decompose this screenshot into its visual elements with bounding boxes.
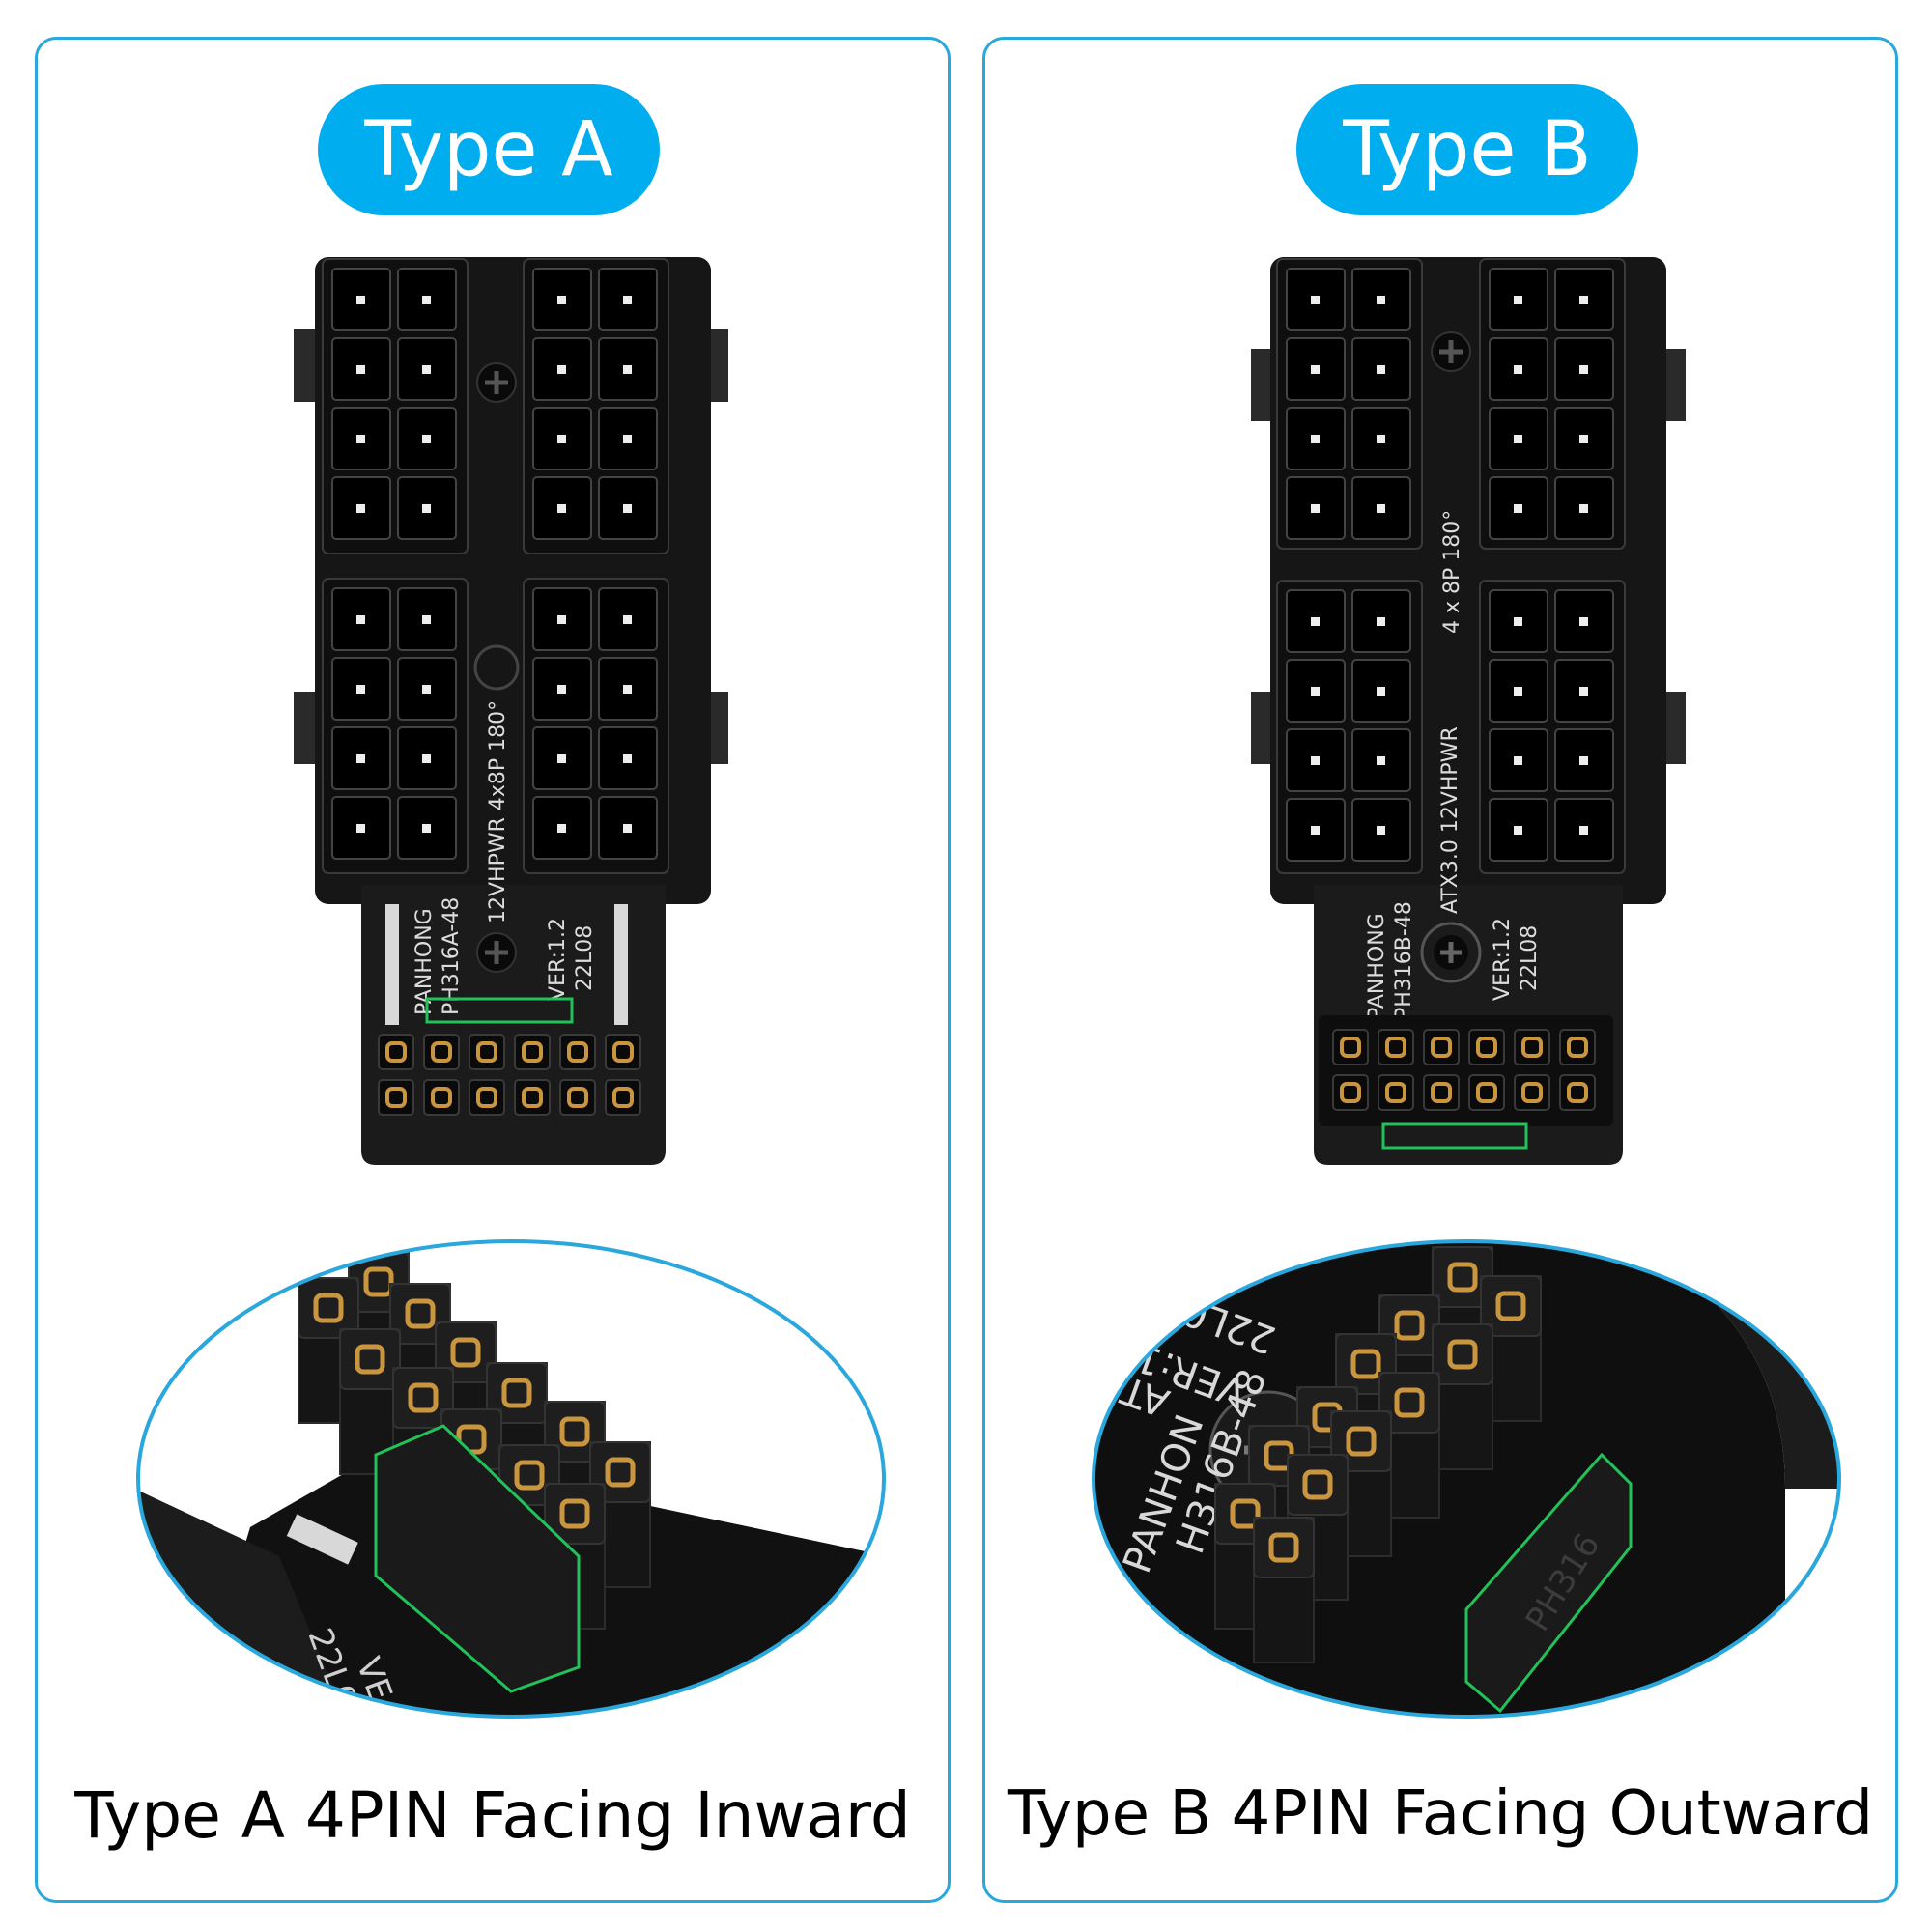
type-a-closeup: 22L0 VE bbox=[136, 1239, 886, 1719]
type-b-closeup: 22L08 VER:1.2 ATX PANHON H316B-48 PH316 bbox=[1092, 1239, 1841, 1719]
type-a-model-label: PH316A-48 bbox=[440, 897, 464, 1015]
type-a-version-label: VER:1.2 bbox=[546, 918, 570, 1001]
type-b-model-label: PH316B-48 bbox=[1392, 901, 1416, 1020]
type-b-caption: Type B 4PIN Facing Outward bbox=[1007, 1778, 1874, 1850]
panel-type-b: Type B 4 x 8P 180° ATX3.0 12VHPWR PANHON… bbox=[982, 37, 1898, 1903]
type-b-date-label: 22L08 bbox=[1518, 925, 1542, 991]
type-a-badge: Type A bbox=[318, 84, 660, 215]
type-b-spec-label: ATX3.0 12VHPWR bbox=[1438, 726, 1463, 914]
type-a-caption: Type A 4PIN Facing Inward bbox=[74, 1778, 911, 1853]
type-a-date-label: 22L08 bbox=[573, 925, 597, 991]
type-b-adapter-photo: 4 x 8P 180° ATX3.0 12VHPWR PANHONG PH316… bbox=[1251, 257, 1686, 1165]
panel-type-a: Type A PANHONG PH316A-48 12VHPWR 4x8P 18… bbox=[35, 37, 951, 1903]
type-b-badge: Type B bbox=[1296, 84, 1638, 215]
type-b-brand-label: PANHONG bbox=[1365, 913, 1389, 1020]
type-b-spec2-label: 4 x 8P 180° bbox=[1440, 510, 1464, 634]
type-a-spec-label: 12VHPWR 4x8P 180° bbox=[486, 700, 510, 923]
type-b-version-label: VER:1.2 bbox=[1491, 918, 1515, 1001]
type-a-adapter-photo: PANHONG PH316A-48 12VHPWR 4x8P 180° VER:… bbox=[294, 257, 728, 1165]
